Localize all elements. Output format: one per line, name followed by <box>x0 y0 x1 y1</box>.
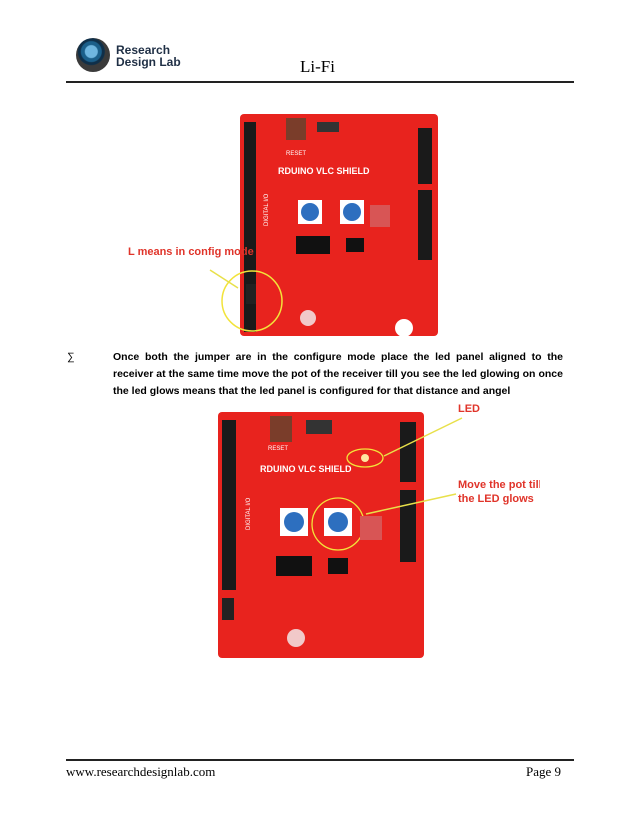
ic-chip-2 <box>328 558 348 574</box>
pot-annotation-line1: Move the pot till <box>458 479 540 491</box>
reset-silkscreen: RESET <box>286 151 306 157</box>
board-silkscreen-label: RDUINO VLC SHIELD <box>260 464 352 474</box>
pot-1-knob <box>284 512 304 532</box>
header-divider <box>66 81 574 83</box>
right-pin-header-bottom <box>400 490 416 562</box>
left-pin-header <box>244 122 256 332</box>
ic-chip-1 <box>296 236 330 254</box>
logo-line1: Research <box>116 43 171 57</box>
instruction-text: Once both the jumper are in the configur… <box>113 351 563 397</box>
jumper-header <box>317 122 339 132</box>
right-pin-header-top <box>418 128 432 184</box>
pot-annotation-arrow <box>365 493 457 515</box>
ic-chip-2 <box>346 238 364 252</box>
pot-annotation-line2: the LED glows <box>458 493 534 505</box>
led-highlight-circle <box>346 448 384 468</box>
instruction-paragraph: ∑ Once both the jumper are in the config… <box>67 349 563 400</box>
pot-2-knob <box>328 512 348 532</box>
button-component <box>370 205 390 227</box>
logo-line2: Design Lab <box>116 55 181 69</box>
page-title: Li-Fi <box>300 57 335 76</box>
left-pin-header <box>222 420 236 590</box>
digital-io-silkscreen: DIGITAL I/O <box>264 193 270 226</box>
config-mode-annotation: L means in config mode <box>128 246 254 258</box>
pot-1-knob <box>301 203 319 221</box>
photodiode-component <box>287 629 305 647</box>
right-pin-header-top <box>400 422 416 482</box>
research-design-lab-logo: Research Design Lab <box>76 38 196 78</box>
logo-emblem-icon <box>76 38 110 72</box>
glowing-led <box>361 454 369 462</box>
footer-page-number: Page 9 <box>526 764 562 779</box>
footer-website: www.researchdesignlab.com <box>66 764 216 779</box>
reset-button-component <box>286 118 306 140</box>
page-header: Research Design Lab <box>70 28 570 83</box>
annotation-arrow <box>209 269 239 289</box>
config-jumper <box>246 284 256 304</box>
led-annotation-arrow <box>383 417 463 457</box>
shield-board <box>218 412 424 658</box>
digital-io-silkscreen: DIGITAL I/O <box>246 497 252 530</box>
reset-silkscreen: RESET <box>268 446 288 452</box>
mounting-hole <box>395 319 413 337</box>
jumper-header <box>306 420 332 434</box>
jumper-highlight-circle <box>221 270 283 332</box>
ic-chip-1 <box>276 556 312 576</box>
led-annotation: LED <box>458 403 480 415</box>
figure-led-glow: RESET RDUINO VLC SHIELD DIGITAL I/O LED … <box>218 403 540 658</box>
reset-button-component <box>270 416 292 442</box>
shield-board <box>240 114 438 336</box>
figure-config-mode: RESET RDUINO VLC SHIELD DIGITAL I/O L me… <box>128 114 438 337</box>
board-silkscreen-label: RDUINO VLC SHIELD <box>278 166 370 176</box>
pot-2-knob <box>343 203 361 221</box>
button-component <box>360 516 382 540</box>
config-jumper <box>222 598 234 620</box>
footer-divider <box>66 759 574 761</box>
right-pin-header-bottom <box>418 190 432 260</box>
bullet-symbol: ∑ <box>67 351 75 363</box>
photodiode-component <box>300 310 316 326</box>
